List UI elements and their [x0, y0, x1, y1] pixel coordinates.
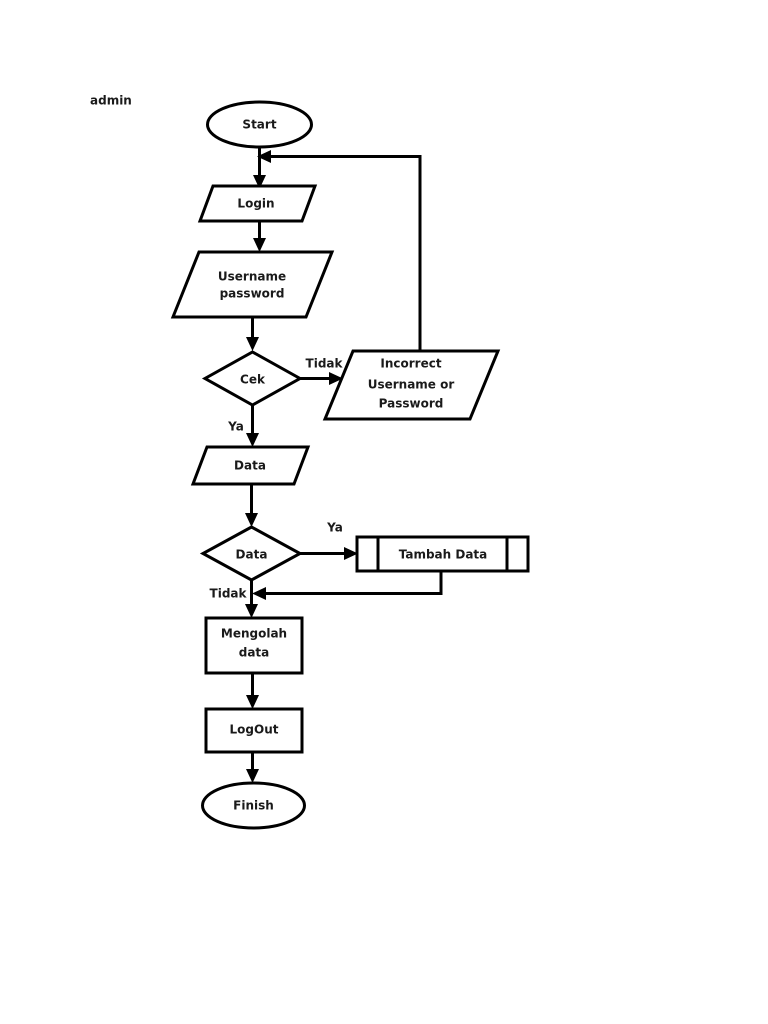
- edge-credentials-to-cek: [246, 318, 259, 351]
- edge-incorrect-to-login-loop: [257, 150, 422, 351]
- edge-start-to-login: [253, 147, 266, 189]
- node-mengolah-data[interactable]: Mengolah data: [204, 616, 304, 675]
- edge-tambah-to-mengolah-loop: [252, 572, 443, 600]
- arrowhead-icon: [344, 547, 358, 560]
- decision-diamond-shape: [201, 350, 304, 407]
- predefined-process-shape: [355, 535, 530, 573]
- edge-label-ya-data: Ya: [326, 521, 343, 535]
- arrowhead-icon: [246, 337, 259, 351]
- node-data-io[interactable]: Data: [190, 445, 311, 486]
- arrowhead-icon: [253, 175, 266, 189]
- arrowhead-icon: [257, 150, 271, 163]
- data-parallelogram-shape: [170, 250, 335, 319]
- node-incorrect-label-line3: Password: [379, 397, 444, 411]
- decision-diamond-shape: [199, 525, 304, 582]
- arrowhead-icon: [246, 433, 259, 447]
- node-finish-label: Finish: [233, 799, 274, 813]
- arrowhead-icon: [246, 769, 259, 783]
- edge-cek-to-data: Ya: [227, 405, 259, 447]
- node-mengolah-label-line1: Mengolah: [221, 627, 287, 641]
- node-credentials-label-line1: Username: [218, 270, 286, 284]
- edge-mengolah-to-logout: [246, 673, 259, 709]
- edge-data-to-decision: [245, 485, 258, 527]
- node-data-decision[interactable]: Data: [199, 525, 304, 582]
- node-incorrect-credentials[interactable]: Incorrect Username or Password: [322, 349, 501, 421]
- process-rectangle-shape: [204, 616, 304, 675]
- process-rectangle-shape: [204, 707, 304, 754]
- node-data-io-label: Data: [234, 459, 266, 473]
- node-mengolah-label-line2: data: [239, 646, 270, 660]
- data-parallelogram-shape: [190, 445, 311, 486]
- node-incorrect-label-line2: Username or: [368, 378, 455, 392]
- data-parallelogram-shape: [197, 184, 318, 223]
- edge-label-ya-cek: Ya: [227, 420, 244, 434]
- node-tambah-data[interactable]: Tambah Data: [355, 535, 530, 573]
- node-tambah-data-label: Tambah Data: [399, 548, 488, 562]
- node-start[interactable]: Start: [206, 100, 313, 149]
- node-start-label: Start: [242, 118, 276, 132]
- edge-decision-to-mengolah: Tidak: [210, 580, 258, 618]
- edge-label-tidak-cek: Tidak: [306, 357, 344, 371]
- terminator-shape: [206, 100, 313, 149]
- edge-login-to-credentials: [253, 222, 266, 252]
- edge-logout-to-finish: [246, 752, 259, 783]
- node-finish[interactable]: Finish: [201, 781, 306, 830]
- arrowhead-icon: [245, 513, 258, 527]
- node-cek-label: Cek: [240, 373, 266, 387]
- arrowhead-icon: [253, 238, 266, 252]
- node-login-label: Login: [237, 197, 274, 211]
- node-logout[interactable]: LogOut: [204, 707, 304, 754]
- lane-title-admin: admin: [90, 94, 132, 108]
- edge-label-tidak-data: Tidak: [210, 587, 248, 601]
- node-data-decision-label: Data: [236, 548, 268, 562]
- node-incorrect-label-line1: Incorrect: [380, 357, 441, 371]
- arrowhead-icon: [246, 695, 259, 709]
- arrowhead-icon: [329, 372, 343, 385]
- arrowhead-icon: [252, 587, 266, 600]
- terminator-shape: [201, 781, 306, 830]
- node-credentials[interactable]: Username password: [170, 250, 335, 319]
- arrowhead-icon: [245, 604, 258, 618]
- edge-decision-to-tambah: Ya: [300, 521, 358, 560]
- node-cek[interactable]: Cek: [201, 350, 304, 407]
- data-parallelogram-shape: [322, 349, 501, 421]
- node-login[interactable]: Login: [197, 184, 318, 223]
- node-credentials-label-line2: password: [220, 287, 285, 301]
- edge-cek-to-incorrect: Tidak: [300, 357, 344, 385]
- node-logout-label: LogOut: [230, 723, 279, 737]
